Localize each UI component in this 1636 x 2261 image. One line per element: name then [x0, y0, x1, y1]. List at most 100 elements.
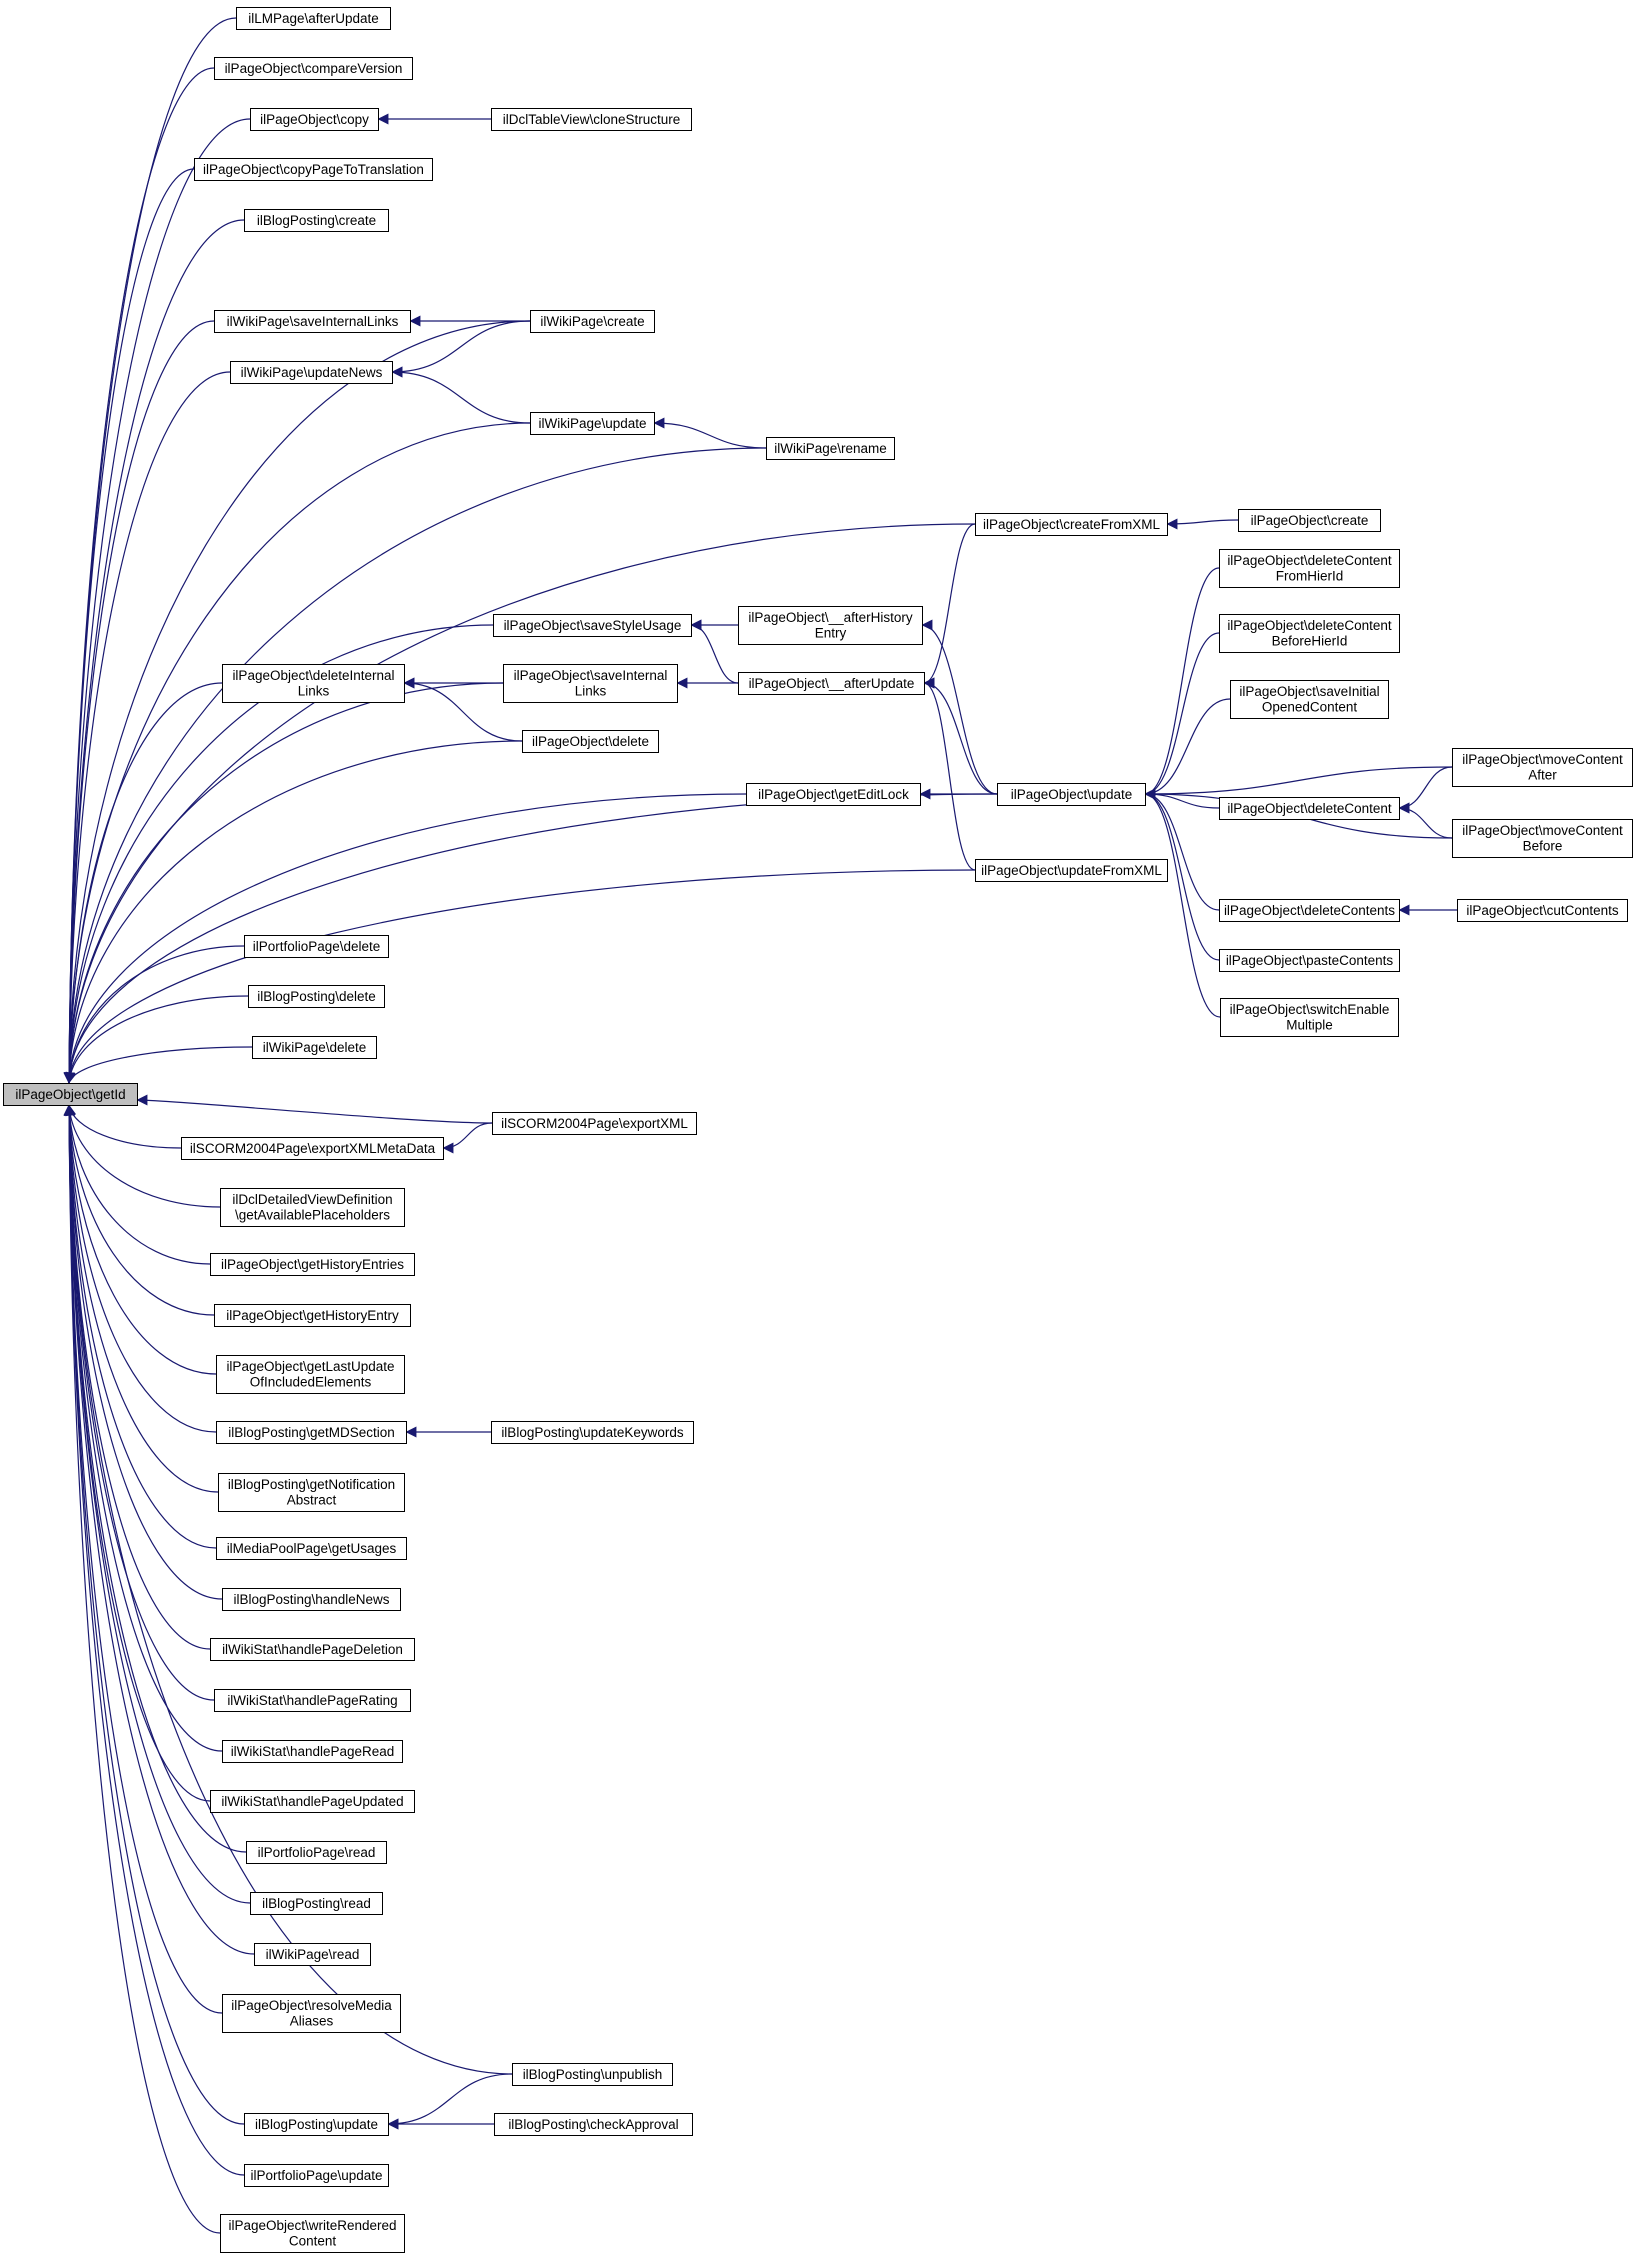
node-blog_checkApproval[interactable]: ilBlogPosting\checkApproval: [494, 2113, 693, 2136]
node-label: ilWikiStat\handlePageRating: [227, 1693, 397, 1708]
node-po_createFromXML[interactable]: ilPageObject\createFromXML: [975, 513, 1168, 536]
node-lm_afterUpdate[interactable]: ilLMPage\afterUpdate: [236, 7, 391, 30]
node-box: [512, 2063, 673, 2086]
node-blog_updateKeywords[interactable]: ilBlogPosting\updateKeywords: [491, 1421, 694, 1444]
edge-po_updateFromXML-to-po_afterUpdate: [923, 677, 976, 871]
node-blog_read[interactable]: ilBlogPosting\read: [250, 1892, 383, 1915]
node-getId[interactable]: ilPageObject\getId: [3, 1083, 138, 1106]
edge-wiki_delete-to-getId: [65, 1046, 253, 1084]
edge-po_delete-to-po_deleteInternalLinks: [403, 677, 523, 742]
node-portfolio_read[interactable]: ilPortfolioPage\read: [246, 1841, 387, 1864]
edge-blog_delete-to-getId: [64, 995, 249, 1084]
node-box: [214, 310, 411, 333]
node-ws_handlePageDeletion[interactable]: ilWikiStat\handlePageDeletion: [210, 1638, 415, 1661]
node-po_delete[interactable]: ilPageObject\delete: [522, 730, 659, 753]
node-blog_create[interactable]: ilBlogPosting\create: [244, 209, 389, 232]
node-portfolio_update[interactable]: ilPortfolioPage\update: [244, 2164, 389, 2187]
node-po_deleteContents[interactable]: ilPageObject\deleteContents: [1219, 899, 1400, 922]
node-po_getHistoryEntries[interactable]: ilPageObject\getHistoryEntries: [210, 1253, 415, 1276]
edge-po_saveInitialOpenedContent-to-po_update: [1144, 698, 1231, 800]
edge-blog_handleNews-to-getId: [63, 1104, 223, 1600]
node-label: ilBlogPosting\unpublish: [523, 2067, 663, 2082]
node-box: [210, 1638, 415, 1661]
edge-blog_getNotificationAbstract-to-getId: [63, 1104, 219, 1493]
node-label: BeforeHierId: [1272, 634, 1348, 649]
node-ws_handlePageRead[interactable]: ilWikiStat\handlePageRead: [222, 1740, 403, 1763]
node-wiki_saveInternalLinks[interactable]: ilWikiPage\saveInternalLinks: [214, 310, 411, 333]
node-wiki_create[interactable]: ilWikiPage\create: [530, 310, 655, 333]
node-po_update[interactable]: ilPageObject\update: [997, 783, 1146, 806]
node-box: [3, 1083, 138, 1106]
node-blog_unpublish[interactable]: ilBlogPosting\unpublish: [512, 2063, 673, 2086]
edge-po_getHistoryEntry-to-getId: [63, 1104, 215, 1316]
node-label: ilPageObject\switchEnable: [1230, 1002, 1390, 1017]
node-po_copy[interactable]: ilPageObject\copy: [250, 108, 379, 131]
node-box: [244, 2113, 389, 2136]
edge-po_update-to-po_afterHistoryEntry: [921, 619, 998, 795]
node-wiki_updateNews[interactable]: ilWikiPage\updateNews: [230, 361, 393, 384]
node-box: [491, 108, 692, 131]
node-po_afterUpdate[interactable]: ilPageObject\__afterUpdate: [738, 672, 925, 695]
edge-wiki_read-to-getId: [63, 1104, 255, 1955]
node-box: [1220, 998, 1399, 1037]
node-po_updateFromXML[interactable]: ilPageObject\updateFromXML: [975, 859, 1168, 882]
node-box: [216, 1421, 407, 1444]
node-portfolio_delete[interactable]: ilPortfolioPage\delete: [244, 935, 389, 958]
node-wiki_read[interactable]: ilWikiPage\read: [254, 1943, 371, 1966]
node-po_getLastUpdateOfIncludedElements[interactable]: ilPageObject\getLastUpdateOfIncludedElem…: [216, 1355, 405, 1394]
node-label: OfIncludedElements: [250, 1375, 372, 1390]
node-box: [246, 1841, 387, 1864]
node-po_create[interactable]: ilPageObject\create: [1238, 509, 1381, 532]
node-blog_delete[interactable]: ilBlogPosting\delete: [248, 985, 385, 1008]
node-wiki_rename[interactable]: ilWikiPage\rename: [766, 437, 895, 460]
node-label: ilPageObject\compareVersion: [225, 61, 403, 76]
node-po_getHistoryEntry[interactable]: ilPageObject\getHistoryEntry: [214, 1304, 411, 1327]
edge-portfolio_delete-to-getId: [64, 945, 245, 1084]
node-po_getEditLock[interactable]: ilPageObject\getEditLock: [746, 783, 921, 806]
node-label: ilSCORM2004Page\exportXML: [501, 1116, 688, 1131]
edge-po_saveStyleUsage-to-getId: [63, 624, 494, 1084]
node-label: ilWikiPage\rename: [774, 441, 887, 456]
node-ws_handlePageUpdated[interactable]: ilWikiStat\handlePageUpdated: [210, 1790, 415, 1813]
node-po_copyPageToTranslation[interactable]: ilPageObject\copyPageToTranslation: [194, 158, 433, 181]
node-wiki_delete[interactable]: ilWikiPage\delete: [252, 1036, 377, 1059]
node-po_compareVersion[interactable]: ilPageObject\compareVersion: [214, 57, 413, 80]
node-blog_getMDSection[interactable]: ilBlogPosting\getMDSection: [216, 1421, 407, 1444]
node-label: ilBlogPosting\read: [262, 1896, 371, 1911]
node-label: After: [1528, 768, 1557, 783]
node-wiki_update[interactable]: ilWikiPage\update: [530, 412, 655, 435]
node-dcl_cloneStructure[interactable]: ilDclTableView\cloneStructure: [491, 108, 692, 131]
node-mp_getUsages[interactable]: ilMediaPoolPage\getUsages: [216, 1537, 407, 1560]
node-po_cutContents[interactable]: ilPageObject\cutContents: [1457, 899, 1628, 922]
node-blog_update[interactable]: ilBlogPosting\update: [244, 2113, 389, 2136]
node-label: Links: [298, 684, 330, 699]
node-box: [220, 2214, 405, 2253]
node-label: ilPageObject\updateFromXML: [981, 863, 1162, 878]
node-po_saveInternalLinks[interactable]: ilPageObject\saveInternalLinks: [503, 664, 678, 703]
node-label: ilPageObject\__afterUpdate: [749, 676, 915, 691]
node-scorm_exportXML[interactable]: ilSCORM2004Page\exportXML: [492, 1112, 697, 1135]
node-po_saveStyleUsage[interactable]: ilPageObject\saveStyleUsage: [493, 614, 692, 637]
node-po_deleteContent[interactable]: ilPageObject\deleteContent: [1219, 797, 1400, 820]
node-po_pasteContents[interactable]: ilPageObject\pasteContents: [1219, 949, 1400, 972]
node-box: [1219, 899, 1400, 922]
node-dcl_getAvailablePlaceholders[interactable]: ilDclDetailedViewDefinition\getAvailable…: [220, 1188, 405, 1227]
node-label: Multiple: [1286, 1018, 1333, 1033]
node-label: ilBlogPosting\updateKeywords: [501, 1425, 684, 1440]
node-blog_handleNews[interactable]: ilBlogPosting\handleNews: [222, 1588, 401, 1611]
node-ws_handlePageRating[interactable]: ilWikiStat\handlePageRating: [214, 1689, 411, 1712]
node-scorm_exportXMLMetaData[interactable]: ilSCORM2004Page\exportXMLMetaData: [181, 1137, 444, 1160]
edge-po_getHistoryEntries-to-getId: [63, 1104, 211, 1265]
edge-wiki_rename-to-getId: [63, 447, 767, 1084]
